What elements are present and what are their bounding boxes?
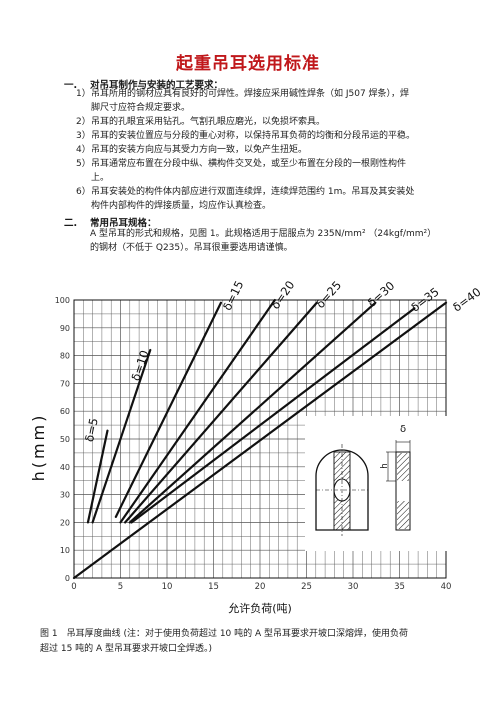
list-item-continuation: 脚尺寸应符合规定要求。 (91, 103, 191, 113)
list-item-number: 3） (76, 131, 91, 141)
list-item-text: 吊耳的安装方向应与其受力方向一致，以免产生扭矩。 (91, 145, 308, 155)
list-item: 2） 吊耳的孔眼宜采用钻孔。气割孔眼应磨光，以免损坏索具。 (76, 115, 486, 131)
y-tick-label: 0 (65, 574, 70, 583)
list-item-text: 吊耳安装处的构件体内部应进行双面连续焊，连续焊范围约 1m。吊耳及其安装处 (91, 187, 415, 197)
list-item: 5） 吊耳通常应布置在分段中纵、横构件交叉处，或至少布置在分段的一根刚性构件 (76, 157, 486, 173)
chart-grid (73, 299, 447, 579)
y-tick-label: 50 (60, 435, 70, 444)
x-tick-label: 10 (162, 582, 173, 592)
list-item-continuation: 上。 (91, 173, 110, 183)
y-tick-label: 90 (60, 324, 70, 333)
lug-side-hatch-bottom (397, 501, 409, 529)
list-item: 1） 吊耳所用的钢材应具有良好的可焊性。焊接应采用碱性焊条（如 J507 焊条）… (76, 87, 486, 103)
y-tick-label: 20 (60, 518, 70, 527)
x-tick-label: 30 (348, 582, 359, 592)
h-dimension-label: h (380, 463, 390, 469)
y-tick-label: 30 (60, 491, 70, 500)
series-line (114, 301, 223, 518)
x-axis-label: 允许负荷(吨) (228, 601, 292, 615)
list-item-number: 6） (76, 187, 91, 197)
lug-diagram: δ h (305, 416, 455, 551)
list-item-continuation: 构件内部构件的焊接质量，均应作认真检查。 (91, 201, 272, 211)
lug-side-hatch-top (397, 453, 409, 481)
y-tick-label: 100 (55, 296, 70, 305)
y-tick-label: 70 (60, 379, 70, 388)
section2-number: 二. (64, 218, 78, 229)
series-label: δ=40 (450, 285, 483, 315)
series-label: δ=10 (128, 348, 151, 382)
x-tick-label: 25 (301, 582, 312, 592)
caption-line: 超过 15 吨的 A 型吊耳要求开坡口全焊透。) (40, 643, 213, 654)
series-label: δ=25 (313, 278, 344, 311)
y-tick-label: 40 (60, 463, 70, 472)
thickness-curve-chart: 0 5 10 15 20 25 30 35 40 0 10 20 30 40 50 60 70 80 90 100 δ… (29, 278, 484, 615)
series-label: δ=15 (220, 278, 246, 312)
figure-caption: 图 1 吊耳厚度曲线 (注：对于使用负荷超过 10 吨的 A 型吊耳要求开坡口深… (40, 627, 465, 656)
delta-dimension-label: δ (400, 424, 406, 435)
y-tick-label: 60 (60, 407, 70, 416)
series-line (72, 301, 448, 580)
x-tick-label: 40 (441, 582, 452, 592)
caption-line: 图 1 吊耳厚度曲线 (注：对于使用负荷超过 10 吨的 A 型吊耳要求开坡口深… (40, 629, 409, 639)
series-line (86, 429, 109, 524)
series-line (130, 307, 416, 524)
series-line (91, 348, 152, 524)
series-line (119, 298, 276, 524)
chart-ticks: 0 5 10 15 20 25 30 35 40 0 10 20 30 40 50 60 70 80 90 100 (55, 296, 452, 592)
series-label: δ=20 (268, 278, 297, 312)
list-item: 6） 吊耳安装处的构件体内部应进行双面连续焊，连续焊范围约 1m。吊耳及其安装处 (76, 185, 486, 201)
section2-heading: 常用吊耳规格： (90, 218, 157, 229)
series-label: δ=5 (82, 417, 101, 443)
chart-series (72, 298, 448, 580)
paragraph-line: A 型吊耳的形式和规格，见图 1。此规格适用于屈服点为 235N/mm² （24… (90, 229, 437, 239)
y-tick-label: 10 (60, 546, 70, 555)
series-line (124, 301, 318, 524)
list-item-number: 4） (76, 145, 91, 155)
y-tick-label: 80 (60, 352, 70, 361)
list-item-text: 吊耳的孔眼宜采用钻孔。气割孔眼应磨光，以免损坏索具。 (91, 117, 326, 127)
list-item-number: 5） (76, 159, 91, 169)
section1-heading: 对吊耳制作与安装的工艺要求： (90, 80, 224, 91)
x-tick-label: 0 (71, 582, 76, 592)
list-item-number: 2） (76, 117, 91, 127)
list-item-text: 吊耳的安装位置应与分段的重心对称，以保持吊耳负荷的均衡和分段吊运的平稳。 (91, 131, 416, 141)
list-item-number: 1） (76, 89, 91, 99)
list-item-text: 吊耳所用的钢材应具有良好的可焊性。焊接应采用碱性焊条（如 J507 焊条），焊 (91, 89, 410, 99)
x-tick-label: 35 (394, 582, 405, 592)
y-axis-label: h(mm) (29, 413, 48, 482)
series-line (128, 301, 377, 524)
list-item-text: 吊耳通常应布置在分段中纵、横构件交叉处，或至少布置在分段的一根刚性构件 (91, 159, 407, 169)
x-tick-label: 20 (255, 582, 266, 592)
list-item: 3） 吊耳的安装位置应与分段的重心对称，以保持吊耳负荷的均衡和分段吊运的平稳。 (76, 129, 486, 145)
paragraph-line: 的钢材（不低于 Q235）。吊耳很重要选用请谨慎。 (90, 243, 293, 253)
section1-number: 一. (64, 80, 78, 91)
page-title: 起重吊耳选用标准 (176, 54, 320, 74)
x-tick-label: 15 (208, 582, 219, 592)
x-tick-label: 5 (118, 582, 123, 592)
list-item: 4） 吊耳的安装方向应与其受力方向一致，以免产生扭矩。 (76, 143, 486, 159)
